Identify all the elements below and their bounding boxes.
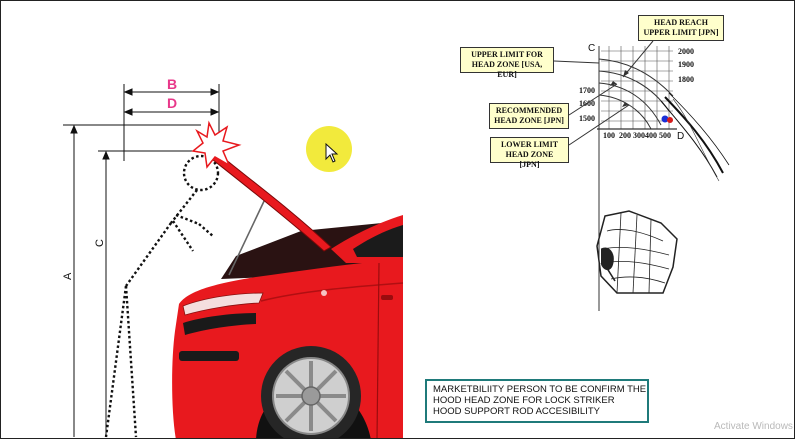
dim-label-b: B bbox=[167, 76, 177, 92]
bottom-tick-1: 200 bbox=[619, 131, 631, 140]
note-line-2: HOOD HEAD ZONE FOR LOCK STRIKER bbox=[433, 395, 615, 406]
chart-label-c: C bbox=[588, 43, 595, 54]
front-wheel bbox=[261, 346, 361, 438]
callout-upper-limit-line-1: UPPER LIMIT FOR bbox=[471, 50, 543, 59]
bottom-tick-0: 100 bbox=[603, 131, 615, 140]
right-tick-2: 1800 bbox=[678, 75, 694, 84]
callout-head-reach-line-1: HEAD REACH bbox=[653, 18, 708, 27]
callout-recommended-line-2: HEAD ZONE [JPN] bbox=[494, 116, 564, 125]
hood-support-rod bbox=[228, 196, 267, 276]
red-car bbox=[172, 148, 404, 438]
callout-recommended: RECOMMENDED HEAD ZONE [JPN] bbox=[489, 103, 569, 129]
right-tick-0: 2000 bbox=[678, 47, 694, 56]
bottom-tick-3: 500 bbox=[659, 131, 671, 140]
dim-label-d: D bbox=[167, 95, 177, 111]
marketability-note-box: MARKETBILIITY PERSON TO BE CONFIRM THE H… bbox=[425, 379, 649, 423]
bottom-tick-2: 300400 bbox=[633, 131, 657, 140]
note-line-3: HOOD SUPPORT ROD ACCESIBILITY bbox=[433, 406, 600, 417]
person-stick-figure bbox=[104, 154, 220, 438]
chart-label-d: D bbox=[677, 131, 684, 142]
callout-lower-limit-line-2: HEAD ZONE [JPN] bbox=[505, 150, 554, 169]
left-tick-2: 1500 bbox=[579, 114, 595, 123]
callout-lower-limit: LOWER LIMIT HEAD ZONE [JPN] bbox=[490, 137, 569, 169]
callout-recommended-line-1: RECOMMENDED bbox=[495, 106, 563, 115]
callout-lower-limit-line-1: LOWER LIMIT bbox=[500, 140, 559, 149]
right-tick-1: 1900 bbox=[678, 60, 694, 69]
dimension-lines bbox=[63, 84, 220, 437]
callout-head-reach-line-2: UPPER LIMIT [JPN] bbox=[643, 28, 719, 37]
raised-hood bbox=[207, 148, 332, 252]
callout-head-reach: HEAD REACH UPPER LIMIT [JPN] bbox=[638, 15, 724, 41]
fender-wireframe-sketch bbox=[596, 210, 678, 294]
left-tick-0: 1700 bbox=[579, 86, 595, 95]
dim-label-c: C bbox=[94, 239, 106, 247]
activate-windows-watermark: Activate Windows bbox=[714, 421, 793, 432]
callout-upper-limit-line-2: HEAD ZONE [USA, EUR] bbox=[471, 60, 543, 79]
callout-upper-limit: UPPER LIMIT FOR HEAD ZONE [USA, EUR] bbox=[460, 47, 554, 79]
impact-star-icon bbox=[191, 120, 242, 169]
note-line-1: MARKETBILIITY PERSON TO BE CONFIRM THE bbox=[433, 384, 647, 395]
head-zone-chart: C D 2000 1900 1800 1700 1600 1500 100 20… bbox=[553, 40, 730, 311]
mouse-cursor-icon bbox=[325, 142, 339, 163]
dim-label-a: A bbox=[62, 272, 74, 280]
